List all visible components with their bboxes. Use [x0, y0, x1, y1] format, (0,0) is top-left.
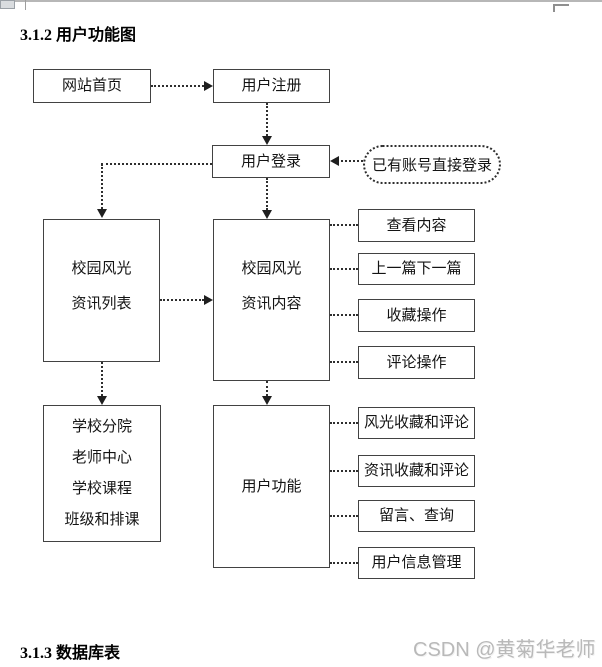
page-boundary-line [0, 0, 602, 2]
connector-list-content [160, 299, 204, 301]
connector-home-register [151, 85, 204, 87]
node-user-login: 用户登录 [212, 145, 330, 178]
node-action-news-fav-comment: 资讯收藏和评论 [358, 455, 475, 487]
arrowhead-right [204, 295, 213, 305]
connector-userfunc-action-4 [330, 562, 358, 564]
node-school-info: 学校分院 老师中心 学校课程 班级和排课 [43, 405, 161, 542]
callout-existing-account-login: 已有账号直接登录 [363, 145, 501, 184]
csdn-watermark: CSDN @黄菊华老师 [413, 639, 596, 661]
node-label: 用户信息管理 [371, 555, 462, 571]
node-label-line: 学校分院 [71, 419, 132, 435]
node-label: 查看内容 [386, 217, 447, 234]
connector-userfunc-action-2 [330, 470, 358, 472]
node-action-message-query: 留言、查询 [358, 500, 475, 532]
arrowhead-down [262, 210, 272, 219]
margin-tick [25, 0, 26, 10]
connector-callout-login [336, 160, 363, 162]
node-scenery-news-list: 校园风光 资讯列表 [43, 219, 160, 362]
node-scenery-news-content: 校园风光 资讯内容 [213, 219, 330, 381]
text-boundary-mark [553, 4, 569, 12]
section-heading-user-functions: 3.1.2 用户功能图 [20, 27, 137, 44]
connector-register-login [266, 103, 268, 136]
node-label-line: 校园风光 [241, 260, 302, 277]
arrowhead-right [204, 81, 213, 91]
node-label: 评论操作 [386, 354, 447, 371]
node-action-prev-next: 上一篇下一篇 [358, 253, 475, 285]
node-label-line: 资讯内容 [241, 295, 302, 312]
page-corner-mark-left [0, 0, 15, 9]
connector-list-school [101, 362, 103, 396]
node-action-scenery-fav-comment: 风光收藏和评论 [358, 407, 475, 439]
node-label: 上一篇下一篇 [371, 261, 462, 277]
connector-content-userfunctions [266, 381, 268, 396]
node-action-comment: 评论操作 [358, 346, 475, 379]
connector-login-list-vertical [101, 164, 103, 209]
node-label: 用户功能 [241, 478, 302, 495]
arrowhead-down [262, 136, 272, 145]
node-action-view-content: 查看内容 [358, 209, 475, 242]
connector-login-list-horizontal [101, 163, 212, 165]
node-label: 用户登录 [240, 153, 301, 170]
node-action-user-info-manage: 用户信息管理 [358, 547, 475, 579]
node-user-functions: 用户功能 [213, 405, 330, 568]
arrowhead-down [262, 396, 272, 405]
arrowhead-down [97, 396, 107, 405]
section-heading-database-tables: 3.1.3 数据库表 [20, 645, 121, 662]
connector-content-action-3 [330, 314, 358, 316]
arrowhead-down [97, 209, 107, 218]
node-label: 资讯收藏和评论 [363, 463, 469, 479]
node-label: 网站首页 [61, 78, 122, 94]
connector-userfunc-action-3 [330, 515, 358, 517]
node-label: 收藏操作 [386, 307, 447, 324]
connector-content-action-4 [330, 361, 358, 363]
callout-label: 已有账号直接登录 [371, 158, 492, 174]
node-label: 风光收藏和评论 [363, 415, 469, 431]
node-user-register: 用户注册 [213, 69, 330, 103]
connector-login-content [266, 178, 268, 210]
node-action-favorite: 收藏操作 [358, 299, 475, 332]
node-label: 用户注册 [241, 78, 302, 94]
node-website-home: 网站首页 [33, 69, 151, 103]
node-label-line: 班级和排课 [64, 512, 140, 528]
node-label-line: 老师中心 [71, 450, 132, 466]
node-label-line: 校园风光 [71, 261, 132, 277]
node-label-line: 学校课程 [71, 481, 132, 497]
node-label: 留言、查询 [378, 508, 454, 524]
connector-content-action-1 [330, 224, 358, 226]
connector-userfunc-action-1 [330, 422, 358, 424]
arrowhead-left [330, 156, 339, 166]
node-label-line: 资讯列表 [71, 296, 132, 312]
connector-content-action-2 [330, 268, 358, 270]
